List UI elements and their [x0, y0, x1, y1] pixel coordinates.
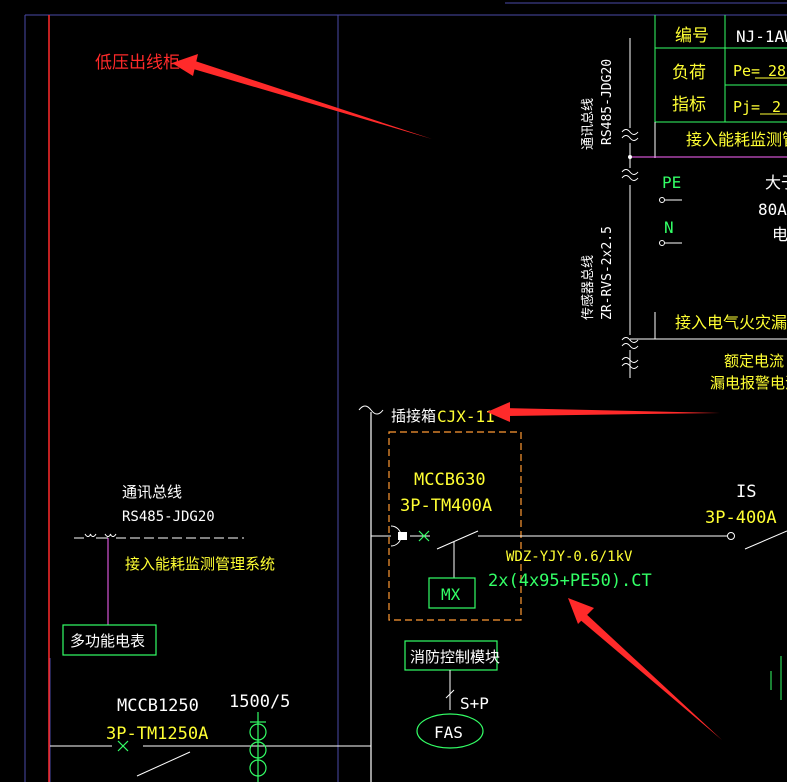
multi-function-meter-label: 多功能电表	[70, 632, 145, 650]
arrow-to-plug-box	[487, 402, 720, 422]
current-transformer-symbol	[249, 712, 267, 782]
fas-label: FAS	[434, 723, 463, 742]
title-pj-label: Pj=	[733, 98, 760, 116]
pe-label: PE	[662, 173, 681, 192]
rated-current-partial: 额定电流(	[724, 352, 787, 370]
energy-monitor-left-label: 接入能耗监测管理系统	[125, 555, 275, 573]
comm-bus-left-label: 通讯总线	[122, 483, 182, 501]
rs485-rotated-label: RS485-JDG20	[600, 59, 615, 145]
fire-leakage-monitor-label: 接入电气火灾漏电监控	[675, 313, 787, 332]
fire-control-module-label: 消防控制模块	[410, 648, 500, 666]
s-p-label: S+P	[460, 694, 489, 713]
mccb630-rating: 3P-TM400A	[400, 496, 492, 516]
right-edge-stub	[770, 656, 782, 700]
main-feeder-line	[371, 525, 787, 550]
pe-terminal	[659, 197, 682, 246]
fire-control-module-box	[404, 640, 498, 671]
title-pe-value: 28	[768, 62, 786, 80]
fas-ellipse	[416, 713, 484, 749]
plug-box-wave-symbol	[358, 405, 384, 415]
mccb630-label: MCCB630	[414, 470, 486, 490]
title-block: 编号 NJ-1AW 负荷 指标 Pe= 28 Pj= 2	[654, 15, 787, 123]
title-pe-label: Pe=	[733, 62, 760, 80]
low-voltage-cabinet-label: 低压出线柜	[95, 53, 180, 73]
bottom-feeder-line	[50, 745, 371, 777]
cable-spec-label: 2x(4x95+PE50).CT	[488, 571, 652, 591]
electric-partial: 电	[772, 225, 787, 244]
plug-box-dashed-outline	[388, 431, 522, 621]
title-number-label: 编号	[675, 26, 709, 46]
frame-lines	[24, 2, 787, 782]
leakage-alarm-partial: 漏电报警电流3	[710, 374, 787, 392]
mccb1250-x-mark	[117, 740, 129, 752]
title-load-label-1: 负荷	[672, 63, 706, 83]
is-label: IS	[736, 482, 756, 502]
multi-function-meter-box	[62, 624, 157, 656]
comm-bus-rotated-label: 通讯总线	[581, 98, 596, 150]
cable-model-label: WDZ-YJY-0.6/1kV	[506, 549, 633, 565]
breaker-x-mark	[418, 530, 430, 542]
energy-monitor-top-label: 接入能耗监测管理系	[686, 130, 787, 149]
is-rating: 3P-400A	[705, 508, 777, 528]
arrow-to-cabinet-label	[172, 54, 432, 139]
title-load-label-2: 指标	[672, 95, 706, 115]
upper-vertical-bus	[621, 38, 656, 378]
zr-rvs-rotated-label: ZR-RVS-2x2.5	[600, 226, 615, 320]
mx-box	[428, 577, 476, 609]
plug-box-code: CJX-11	[437, 407, 495, 426]
left-comm-bus-line	[74, 533, 244, 539]
sensor-bus-rotated-label: 传感器总线	[580, 255, 596, 320]
arrow-to-cable-spec	[568, 598, 722, 740]
plug-box-label: 插接箱	[391, 407, 436, 425]
bus-junction-dot	[628, 155, 632, 159]
rating-80a-partial: 80A	[758, 200, 787, 219]
fas-link-tick	[445, 689, 455, 699]
mccb1250-rating: 3P-TM1250A	[106, 724, 208, 744]
ct-ratio-label: 1500/5	[229, 692, 290, 712]
title-number-value: NJ-1AW	[736, 27, 787, 46]
rs485-left-label: RS485-JDG20	[122, 509, 215, 525]
n-label: N	[664, 218, 674, 237]
greater-than-partial: 大于	[765, 173, 787, 192]
connector-plug-icon	[398, 532, 407, 540]
mx-label: MX	[441, 585, 461, 604]
title-pj-value: 2	[772, 98, 781, 116]
mccb1250-label: MCCB1250	[117, 696, 199, 716]
